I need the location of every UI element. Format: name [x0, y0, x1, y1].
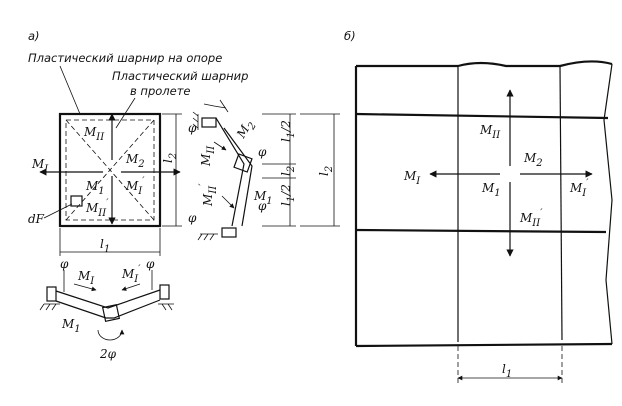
label-dF: dF: [28, 212, 45, 226]
label-phi-top: φ: [188, 121, 197, 135]
bottom-support-block: [221, 227, 237, 238]
slab-b-top-edge: [356, 60, 613, 68]
label-phi-lower-right: φ: [258, 199, 267, 213]
left-support-hatch: [39, 303, 60, 311]
vertical-refs: [63, 270, 153, 292]
bottom-support-hatch: [197, 233, 218, 241]
span-hinge-diagonals: [65, 119, 155, 221]
label-l2-mid: l2: [279, 166, 297, 176]
label-M-I-prime-bottom: MI′: [121, 264, 141, 285]
arrow-M-I-prime-bottom: [121, 283, 141, 291]
label-M-I-left: MI: [31, 157, 49, 175]
label-M-II-prime-right: MII′: [198, 183, 219, 207]
label-M1-bottom: M1: [61, 317, 81, 335]
left-support-block: [46, 286, 57, 302]
caption-span-hinge-line1: Пластический шарнир: [112, 69, 248, 83]
label-2phi: 2φ: [99, 347, 117, 361]
label-phi-mid-right: φ: [258, 145, 267, 159]
label-l1-half-top: l1/2: [279, 120, 297, 142]
label-b-M-II: MII: [479, 123, 501, 141]
top-support-hatch: [192, 111, 199, 130]
dF-element: [70, 195, 83, 207]
beam-right: [559, 65, 563, 341]
caption-support-hinge: Пластический шарнир на опоре: [28, 51, 222, 65]
label-l2-outer: l2: [317, 166, 335, 176]
deflected-l2-lines: [215, 117, 253, 227]
arc-M1: [97, 329, 125, 341]
label-b-M-II-prime: MII′: [519, 208, 543, 229]
label-l2-a: l2: [161, 153, 179, 163]
arrow-M-II-prime-right: [221, 195, 235, 209]
label-M-2-right: M2: [233, 117, 258, 143]
section-l1-deformed: φ φ MI MI′ M1 2φ: [39, 257, 174, 361]
label-phi-left: φ: [60, 257, 69, 271]
label-l1-a: l1: [100, 237, 110, 255]
label-phi-bottom: φ: [188, 211, 197, 225]
right-support-block: [159, 284, 170, 300]
arrow-M-I-bottom: [73, 283, 97, 292]
dimension-l2-outer: [300, 113, 340, 227]
right-support-hatch: [158, 303, 174, 311]
panel-label-a: а): [28, 29, 40, 43]
arrow-M-II-right: [213, 141, 227, 151]
figure-a: а) Пластический шарнир на опоре Пластиче…: [28, 29, 340, 361]
leader-line-support: [59, 65, 81, 115]
label-M-I-bottom: MI: [77, 269, 95, 287]
label-M1-right: M1: [253, 189, 273, 207]
mid-element: [101, 303, 121, 323]
hatch-top-right: [203, 99, 229, 113]
dimension-chain-right: [262, 113, 296, 227]
label-b-M-I: MI: [403, 169, 421, 187]
label-b-M-1: M1: [481, 181, 501, 199]
caption-span-hinge-line2: в пролете: [130, 84, 191, 98]
dimension-b-l1-ext: [457, 346, 563, 384]
label-b-M-I-prime: MI′: [569, 178, 589, 199]
label-b-l1: l1: [502, 362, 512, 380]
slab-b-right-break: [603, 63, 613, 345]
deflected-line-top: [55, 289, 161, 309]
label-phi-right: φ: [146, 257, 155, 271]
top-support-block: [201, 117, 217, 128]
label-M-II-right: MII: [199, 145, 217, 167]
label-b-M-2: M2: [523, 151, 543, 169]
beam-lower: [355, 228, 607, 234]
slab-b-bottom-edge: [355, 342, 613, 348]
beam-upper: [355, 112, 609, 120]
figure-b: б) MII M2 MI M1 MI′ MII′ l1: [344, 29, 613, 384]
label-M-2: M2: [125, 152, 145, 170]
section-l2-deformed: φ φ MII M2 MII′ φ M1 φ: [188, 99, 273, 241]
deflected-line-bottom: [55, 299, 161, 319]
label-M-II-prime: MII′: [85, 198, 109, 219]
dimension-l2: [162, 113, 182, 227]
label-M-1: M1: [85, 179, 105, 197]
mid-element-l2: [233, 153, 253, 173]
label-M-I-prime: MI′: [125, 176, 145, 197]
panel-label-b: б): [344, 29, 356, 43]
label-M-II-top: MII: [83, 125, 105, 143]
leader-dF: [43, 203, 73, 219]
label-l1-half-bottom: l1/2: [279, 184, 297, 206]
dimension-l1: [59, 228, 161, 256]
